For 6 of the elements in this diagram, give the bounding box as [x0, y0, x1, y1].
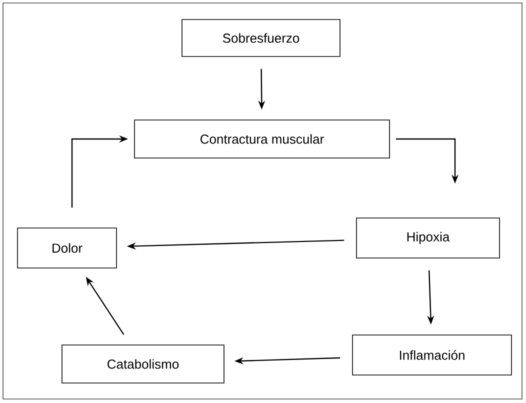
process-box: Catabolismo	[62, 344, 224, 384]
process-box: Hipoxia	[356, 218, 500, 258]
process-box: Inflamación	[352, 334, 512, 376]
process-box: Contractura muscular	[134, 120, 390, 158]
process-box: Sobresfuerzo	[182, 19, 340, 57]
process-box: Dolor	[17, 228, 117, 268]
